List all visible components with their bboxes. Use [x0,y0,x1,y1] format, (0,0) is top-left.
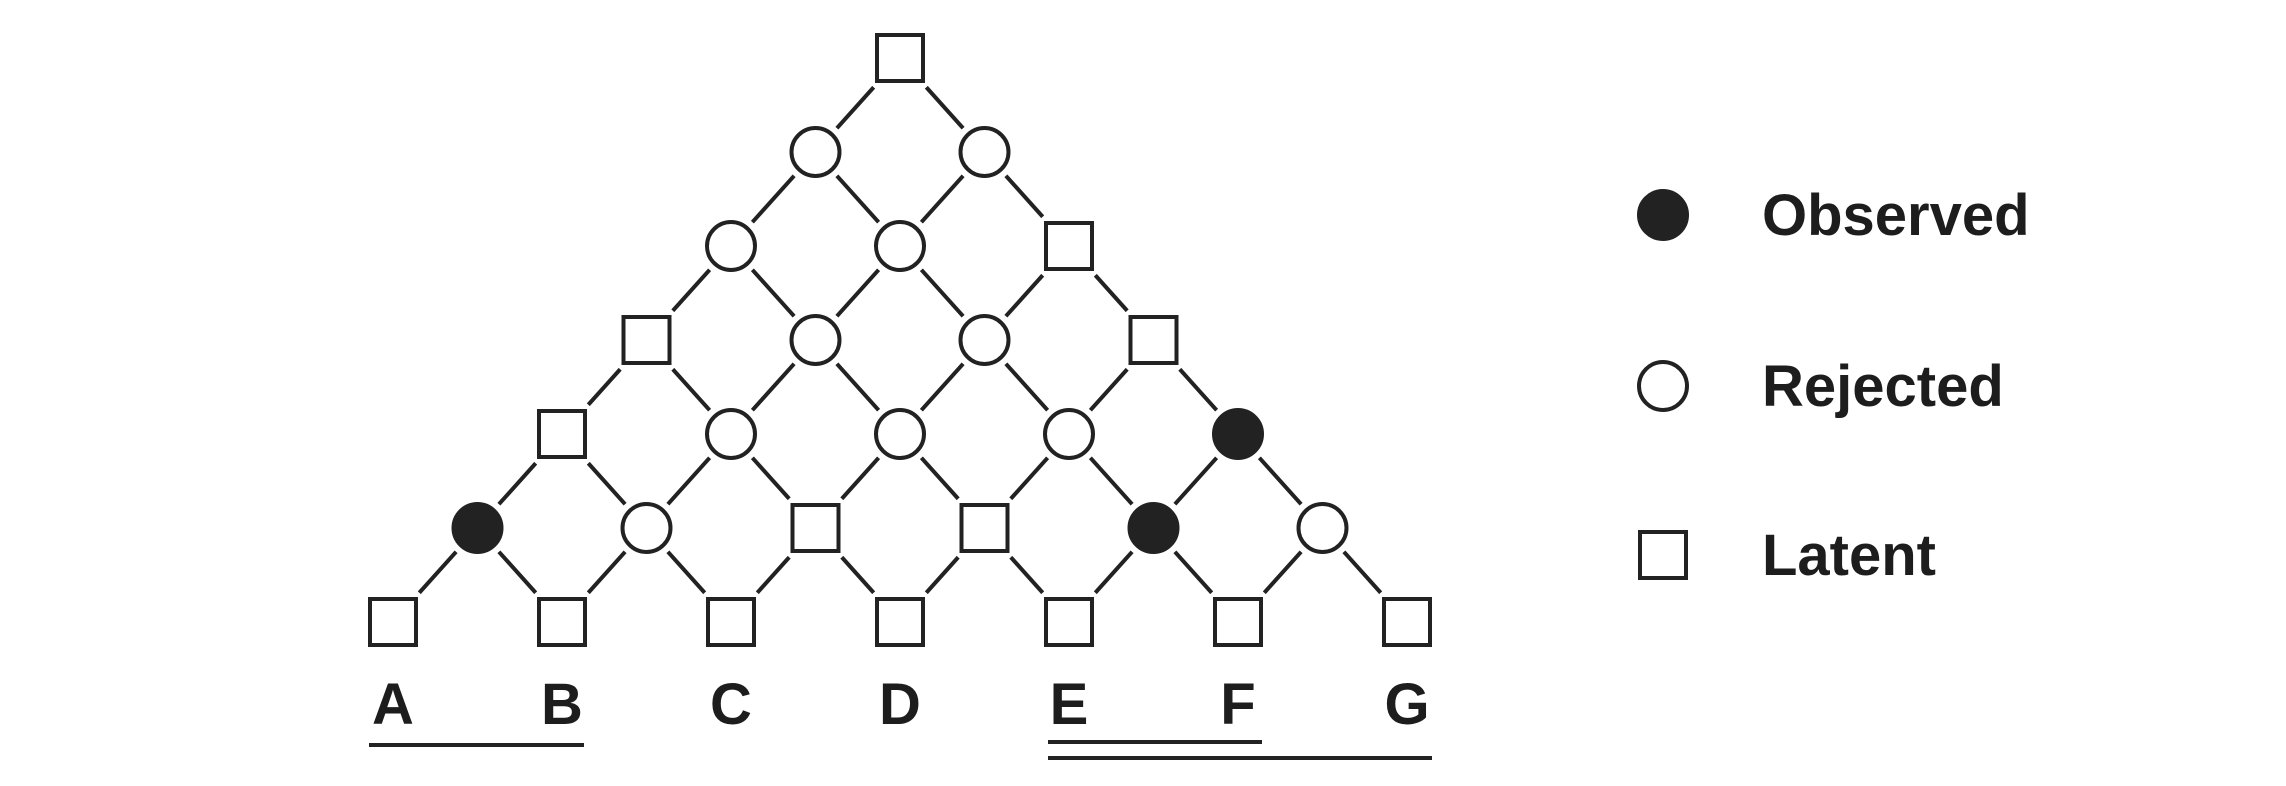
lattice-nodes [368,33,1432,647]
lattice-edge [750,362,796,412]
lattice-node-latent [790,503,841,553]
leaf-label-f: F [1220,672,1255,737]
leaf-label-a: A [372,672,414,737]
lattice-edge [1004,273,1045,318]
lattice-node-rejected [705,220,757,272]
leaf-label-g: G [1384,672,1429,737]
lattice-node-latent [621,315,672,365]
lattice-node-latent [537,597,587,647]
lattice-node-rejected [958,126,1011,178]
lattice-edge [1004,174,1045,219]
legend-rejected-label: Rejected [1762,354,2004,419]
lattice-edge [671,268,712,313]
legend-latent-marker [1638,530,1688,580]
lattice-edge [1262,550,1303,595]
lattice-edge [835,85,876,130]
lattice-edge [666,456,712,506]
lattice-node-latent [537,409,587,459]
lattice-edge [497,550,538,595]
lattice-edge [1088,456,1134,506]
lattice-edge [840,555,876,595]
leaf-label-c: C [710,672,752,737]
lattice-edge [750,268,796,318]
lattice-edge [835,174,881,224]
lattice-edge [1173,550,1214,595]
legend-rejected-marker [1637,360,1689,412]
lattice-edge [1093,273,1129,313]
lattice-edge [1093,550,1134,595]
lattice-node-latent [1044,597,1094,647]
lattice-node-latent [706,597,756,647]
lattice-node-latent [959,503,1010,553]
lattice-edge [1009,456,1050,501]
lattice-edge [1088,367,1129,412]
lattice-edge [586,367,622,407]
lattice-edge [1178,367,1219,412]
lattice-edge [919,268,965,318]
lattice-node-rejected [620,502,673,554]
leaf-label-d: D [879,672,921,737]
lattice-edge [1004,362,1050,412]
lattice-node-rejected [789,314,842,366]
lattice-node-latent [1044,221,1094,271]
lattice-node-rejected [789,126,842,178]
lattice-node-latent [1213,597,1263,647]
lattice-node-rejected [874,220,926,272]
lattice-edge [750,456,791,501]
lattice-node-observed [1212,408,1264,460]
lattice-node-observed [451,502,504,554]
lattice-edge [666,550,707,595]
lattice-edge [924,85,965,130]
lattice-edge [835,362,881,412]
lattice-edge [671,367,712,412]
lattice-node-latent [875,33,925,83]
lattice-edge [586,461,627,506]
leaf-labels: A B C D E F G [372,672,1430,737]
lattice-node-observed [1127,502,1180,554]
lattice-node-rejected [1296,502,1349,554]
lattice-edge [417,550,458,595]
lattice-edge [1009,555,1045,595]
grouping-underlines [369,740,1432,760]
lattice-edge [586,550,627,595]
lattice-node-rejected [705,408,757,460]
leaf-label-e: E [1050,672,1089,737]
lattice-edge [755,555,791,595]
lattice-edge [924,555,960,595]
legend-latent-label: Latent [1762,523,1936,588]
lattice-edge [919,174,965,224]
lattice-edge [1173,456,1219,506]
lattice-node-latent [368,597,418,647]
legend-observed-marker [1637,189,1689,241]
legend: Observed Rejected Latent [1637,183,2030,588]
lattice-edge [835,268,881,318]
lattice-node-rejected [874,408,926,460]
lattice-edge [919,362,965,412]
lattice-node-latent [1382,597,1432,647]
lattice-edge [919,456,960,501]
lattice-node-rejected [958,314,1011,366]
lattice-edge [750,174,796,224]
legend-observed-label: Observed [1762,183,2030,248]
lattice-node-rejected [1043,408,1095,460]
lattice-edge [840,456,881,501]
lattice-edge [1257,456,1303,506]
leaf-label-b: B [541,672,583,737]
lattice-edges [417,85,1383,595]
lattice-edge [497,461,538,506]
lattice-edge [1342,550,1383,595]
lattice-node-latent [875,597,925,647]
lattice-node-latent [1128,315,1179,365]
